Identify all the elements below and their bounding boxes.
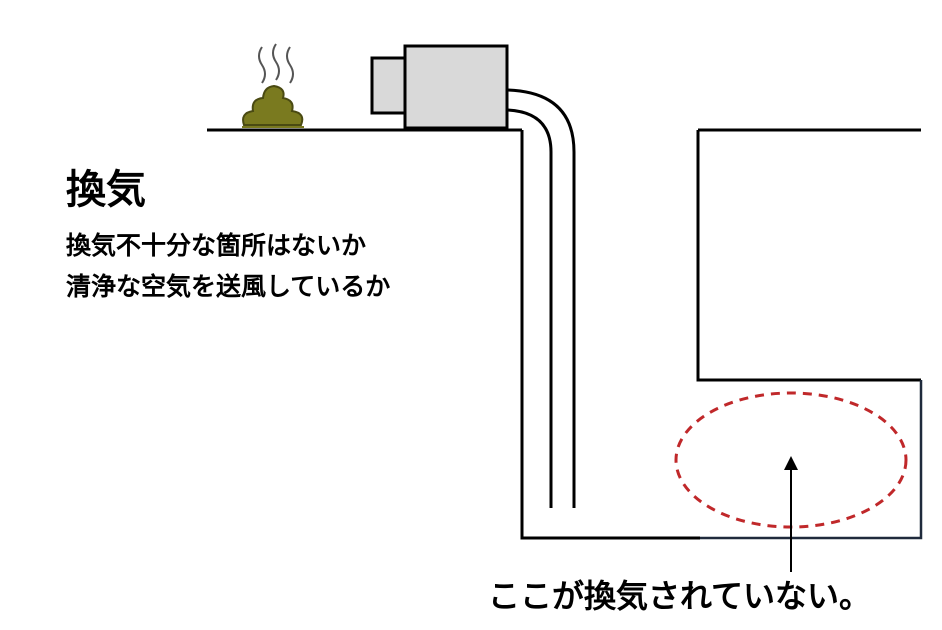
check-item: 清浄な空気を送風しているか — [66, 272, 391, 301]
fume-line — [286, 46, 294, 84]
unventilated-note: ここが換気されていない。 — [488, 577, 872, 615]
fan-body — [403, 44, 509, 130]
duct-pipe — [506, 88, 576, 508]
arrow-up-icon — [784, 456, 798, 572]
poop-body — [242, 84, 304, 126]
shaft-left-wall — [520, 130, 700, 540]
shaft-right-wall — [696, 130, 921, 382]
heading: 換気 — [66, 167, 146, 213]
fume-line — [272, 43, 280, 81]
shaft-walls — [520, 130, 921, 540]
check-item: 換気不十分な箇所はないか — [66, 231, 367, 260]
duct-inner — [506, 108, 553, 508]
ventilation-fan-icon — [370, 44, 509, 130]
duct-outer — [506, 88, 576, 508]
fume-line — [258, 46, 266, 84]
room-edges — [700, 380, 923, 540]
poop-icon — [242, 43, 304, 128]
fan-intake — [370, 56, 407, 115]
